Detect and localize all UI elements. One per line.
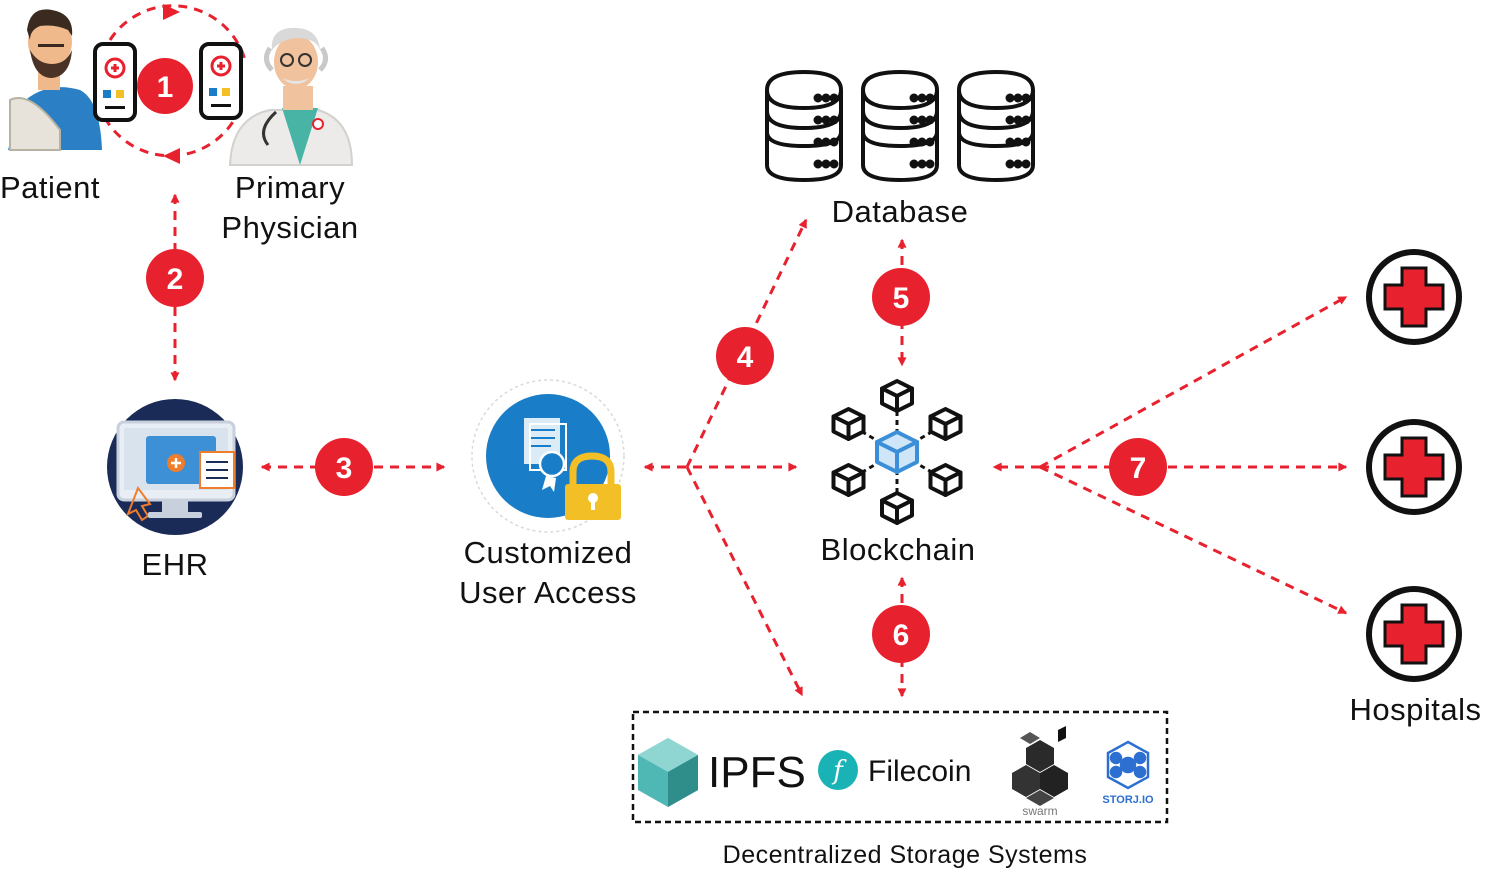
arrow-4-database [685, 218, 808, 468]
access-label-line2: User Access [459, 575, 637, 610]
database-icon [765, 69, 843, 183]
ipfs-logo-icon [638, 738, 698, 807]
database-label: Database [831, 194, 969, 229]
storage-caption: Decentralized Storage Systems [722, 841, 1088, 869]
step-badge-2: 2 [146, 249, 204, 307]
database-icon [957, 69, 1035, 183]
svg-text:4: 4 [737, 341, 754, 374]
storage-box [631, 710, 1169, 824]
step-badge-3: 3 [315, 438, 373, 496]
svg-text:2: 2 [167, 263, 184, 296]
arrow-storage [685, 466, 804, 697]
storj-logo-icon [1106, 740, 1150, 790]
hospitals-label: Hospitals [1349, 692, 1482, 727]
blockchain-label: Blockchain [820, 532, 976, 567]
cube-icon [928, 463, 963, 497]
cube-icon [880, 491, 914, 525]
smartphone-icon [199, 42, 243, 120]
svg-text:3: 3 [336, 452, 353, 485]
cube-icon [880, 379, 914, 413]
monitor-icon [107, 399, 243, 535]
patient-label: Patient [0, 170, 101, 205]
hospital-cross-icon [1366, 419, 1462, 515]
swarm-label: swarm [1022, 804, 1057, 818]
step-badge-5: 5 [872, 268, 930, 326]
svg-text:7: 7 [1130, 452, 1147, 485]
filecoin-logo-icon: f [818, 750, 858, 790]
svg-text:6: 6 [893, 619, 910, 652]
step-badge-6: 6 [872, 605, 930, 663]
arrow-7-bottom [1039, 465, 1348, 615]
arrow-7-top [1039, 295, 1348, 469]
cube-icon [928, 407, 963, 441]
ipfs-label: IPFS [708, 748, 806, 797]
patient-avatar-icon [8, 9, 102, 151]
cube-icon [831, 463, 866, 497]
blockchain-cubes-icon [831, 379, 963, 525]
smartphone-icon [93, 42, 137, 122]
step-badges: 1 2 3 4 5 6 7 [137, 58, 1167, 663]
cube-icon [831, 407, 866, 441]
physician-label-line1: Primary [234, 170, 346, 205]
access-label-line1: Customized [463, 535, 633, 570]
physician-label-line2: Physician [221, 210, 359, 245]
step-badge-1: 1 [137, 58, 193, 114]
ehr-label: EHR [141, 547, 209, 582]
certificate-lock-icon [471, 379, 625, 533]
cycle-arrow-top [108, 4, 247, 61]
svg-text:1: 1 [157, 71, 174, 104]
doctor-avatar-icon [228, 27, 354, 166]
cube-icon [875, 430, 919, 474]
cycle-arrowhead-top [163, 4, 180, 20]
cycle-arrowhead-bottom [163, 148, 180, 164]
svg-text:5: 5 [893, 282, 910, 315]
step-badge-4: 4 [716, 327, 774, 385]
swarm-logo-icon [1012, 726, 1068, 806]
hospital-cross-icon [1366, 249, 1462, 345]
database-icon [861, 69, 939, 183]
filecoin-label: Filecoin [868, 755, 971, 788]
storj-label: STORJ.IO [1102, 794, 1154, 806]
step-badge-7: 7 [1109, 438, 1167, 496]
hospital-cross-icon [1366, 586, 1462, 682]
connector-arrows [103, 4, 1348, 698]
